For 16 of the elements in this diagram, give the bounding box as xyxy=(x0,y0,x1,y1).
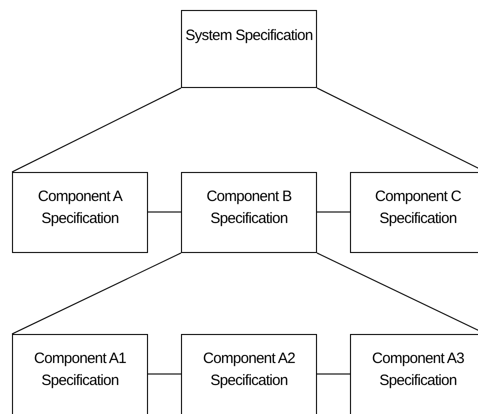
box-label: Component A3 Specification xyxy=(370,349,466,391)
box-label: Component C Specification xyxy=(374,187,462,229)
specification-box xyxy=(12,172,148,253)
connector-line xyxy=(12,252,182,334)
specification-box xyxy=(181,10,317,88)
box-label: Component B Specification xyxy=(205,187,293,229)
specification-box xyxy=(350,172,478,253)
specification-box xyxy=(350,334,478,414)
box-label: System Specification xyxy=(185,26,313,46)
box-label: Component A1 Specification xyxy=(32,349,128,391)
box-label: Component A Specification xyxy=(36,187,124,229)
specification-box xyxy=(181,334,317,414)
specification-box xyxy=(12,334,148,414)
connector-line xyxy=(12,88,182,172)
box-label: Component A2 Specification xyxy=(202,349,296,391)
specification-box xyxy=(181,172,317,253)
